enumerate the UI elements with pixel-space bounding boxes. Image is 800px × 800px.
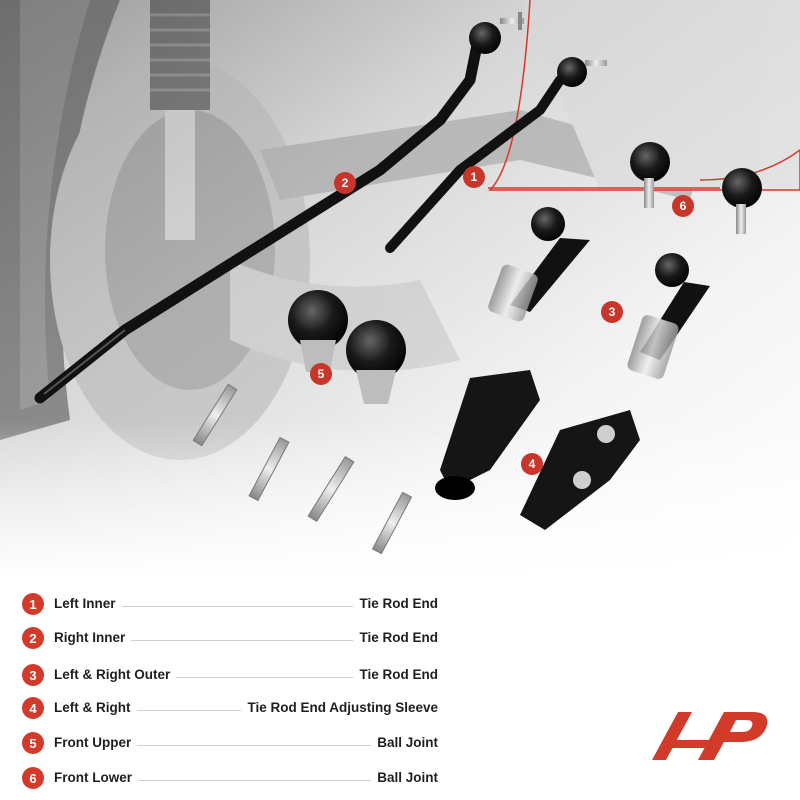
leader-line: [54, 677, 438, 678]
legend-part-position: Left Inner: [54, 596, 122, 611]
legend-part-type: Tie Rod End Adjusting Sleeve: [241, 700, 438, 715]
legend-part-type: Tie Rod End: [353, 667, 438, 682]
leader-line: [54, 606, 438, 607]
leader-line: [54, 780, 438, 781]
legend-number-badge: 5: [22, 732, 44, 754]
legend-row-4: 4 Left & Right Tie Rod End Adjusting Sle…: [22, 697, 438, 721]
left-inner-tie-rod: [385, 57, 607, 253]
outer-tie-rod-ends: [488, 207, 710, 379]
legend-number-badge: 4: [22, 697, 44, 719]
legend-part-position: Left & Right: [54, 700, 137, 715]
legend-row-3: 3 Left & Right Outer Tie Rod End: [22, 664, 438, 688]
legend-row-5: 5 Front Upper Ball Joint: [22, 732, 438, 756]
front-lower-ball-joint: [630, 142, 762, 234]
legend-row-6: 6 Front Lower Ball Joint: [22, 767, 438, 791]
legend-part-type: Tie Rod End: [353, 630, 438, 645]
front-upper-ball-joint: [288, 290, 406, 404]
callout-3: 3: [601, 301, 623, 323]
legend-number-badge: 6: [22, 767, 44, 789]
callout-1: 1: [463, 166, 485, 188]
right-inner-tie-rod: [34, 12, 524, 404]
legend-part-position: Front Lower: [54, 770, 138, 785]
adjusting-sleeves: [435, 370, 640, 530]
legend-part-type: Ball Joint: [371, 770, 438, 785]
legend-row-2: 2 Right Inner Tie Rod End: [22, 627, 438, 651]
product-photo: [0, 0, 800, 580]
legend-number-badge: 3: [22, 664, 44, 686]
legend-part-type: Ball Joint: [371, 735, 438, 750]
legend-part-position: Front Upper: [54, 735, 138, 750]
callout-4: 4: [521, 453, 543, 475]
bolts: [192, 383, 413, 555]
leader-line: [54, 745, 438, 746]
legend-number-badge: 1: [22, 593, 44, 615]
callout-6: 6: [672, 195, 694, 217]
legend-row-1: 1 Left Inner Tie Rod End: [22, 593, 438, 617]
legend-part-position: Left & Right Outer: [54, 667, 177, 682]
callout-2: 2: [334, 172, 356, 194]
leader-line: [54, 640, 438, 641]
callout-5: 5: [310, 363, 332, 385]
legend-part-position: Right Inner: [54, 630, 132, 645]
legend-part-type: Tie Rod End: [353, 596, 438, 611]
brand-logo-icon: [652, 712, 768, 760]
legend-number-badge: 2: [22, 627, 44, 649]
